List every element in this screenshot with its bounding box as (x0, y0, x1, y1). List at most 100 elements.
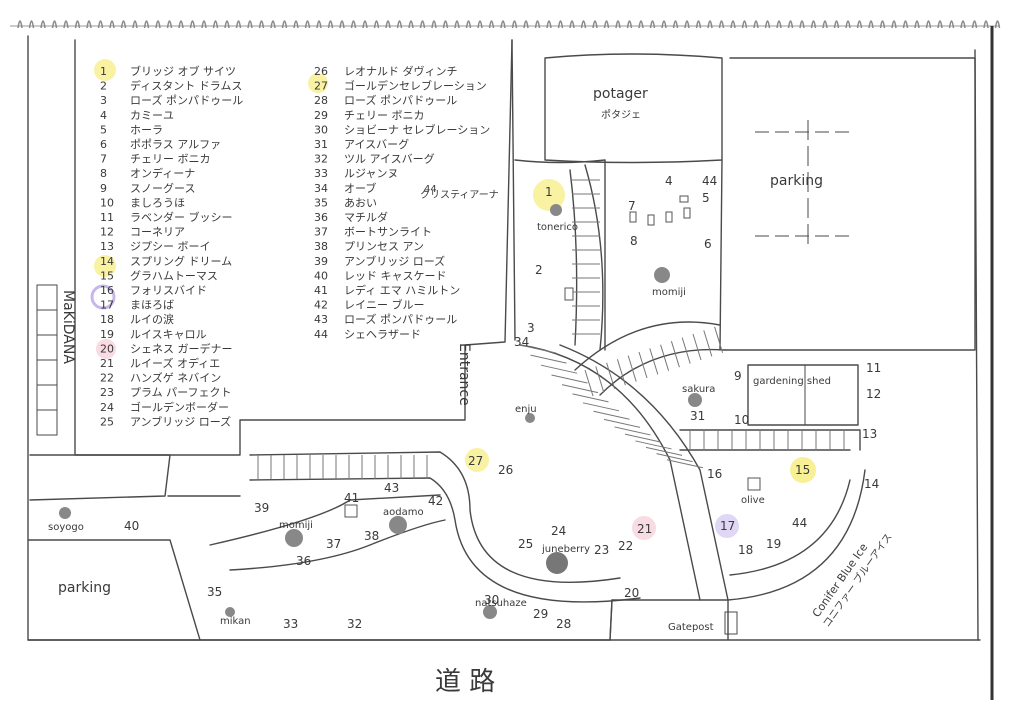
svg-text:44: 44 (424, 184, 437, 195)
brick-tie (616, 359, 626, 386)
legend-rose-name: フォリスバイド (130, 284, 207, 297)
binding-ring (787, 20, 794, 29)
svg-text:20: 20 (624, 586, 639, 600)
binding-ring (753, 20, 759, 29)
binding-ring (615, 20, 621, 29)
legend-rose-name: ボートサンライト (344, 226, 432, 239)
legend-number: 33 (314, 167, 328, 180)
binding-ring (74, 20, 81, 29)
binding-ring (235, 20, 242, 29)
svg-text:4: 4 (665, 174, 673, 188)
brick-tie (656, 453, 693, 463)
svg-text:40: 40 (124, 519, 139, 533)
legend-number: 32 (314, 153, 328, 166)
tree-momiji-left: momiji (279, 520, 313, 547)
tree-aodamo: aodamo (383, 507, 424, 534)
binding-ring (362, 20, 368, 29)
svg-text:9: 9 (734, 369, 742, 383)
svg-text:2: 2 (535, 263, 543, 277)
brick-tie (595, 366, 605, 393)
binding-ring (109, 20, 115, 29)
svg-text:36: 36 (296, 554, 311, 568)
legend-number: 31 (314, 138, 328, 151)
binding-ring (201, 20, 207, 29)
binding-ring (143, 20, 150, 29)
brick-tie (593, 410, 630, 420)
brick-tie (603, 418, 641, 428)
svg-text:24: 24 (551, 524, 566, 538)
legend-number: 30 (314, 123, 328, 136)
binding-ring (120, 20, 127, 29)
binding-ring (293, 20, 299, 29)
legend-number: 23 (100, 386, 114, 399)
svg-text:19: 19 (766, 537, 781, 551)
legend-number: 4 (100, 109, 107, 122)
legend-number: 40 (314, 269, 328, 282)
binding-ring (638, 20, 644, 29)
binding-ring (902, 20, 909, 29)
binding-ring (258, 20, 265, 29)
svg-text:34: 34 (514, 335, 529, 349)
legend-rose-name: ゴールデンボーダー (130, 400, 229, 414)
binding-ring (971, 20, 978, 29)
legend-rose-name: シェネス ガーデナー (130, 341, 233, 355)
svg-text:21: 21 (637, 522, 652, 536)
legend-rose-name: プリンセス アン (344, 240, 424, 253)
binding-ring (385, 20, 391, 29)
binding-ring (891, 20, 897, 29)
legend-rose-name: あおい (344, 196, 377, 209)
binding-ring (511, 20, 518, 29)
binding-ring (327, 20, 334, 29)
binding-ring (741, 20, 748, 29)
legend-number: 28 (314, 94, 328, 107)
tree-soyogo: soyogo (48, 507, 84, 533)
legend-number: 41 (314, 284, 328, 297)
binding-ring (40, 20, 46, 29)
legend-number: 5 (100, 123, 107, 136)
gardening-shed: gardening shed (747, 364, 859, 426)
legend-rose-name: ディスタント ドラムス (130, 79, 242, 93)
makidana: MaKiDANA (36, 284, 76, 436)
binding-ring (695, 20, 702, 29)
svg-text:soyogo: soyogo (48, 522, 84, 533)
legend-number: 24 (100, 401, 114, 414)
spiral-binding (10, 20, 1001, 29)
legend-number: 7 (100, 153, 107, 166)
binding-ring (224, 20, 230, 29)
tree-enju: enju (515, 404, 537, 423)
svg-text:39: 39 (254, 501, 269, 515)
map-numbers: 1 2 3 4 44 5 6 7 8 9 10 11 12 13 14 15 1… (124, 174, 881, 631)
potager-ja-label: ポタジェ (601, 109, 641, 121)
legend-number: 35 (314, 196, 328, 209)
bed-stones (344, 195, 761, 518)
svg-text:10: 10 (734, 413, 749, 427)
svg-text:momiji: momiji (652, 287, 686, 298)
brick-tie (540, 364, 578, 374)
legend-rose-name: スプリング ドリーム (130, 254, 232, 268)
brick-tie (530, 354, 567, 364)
legend-rose-name: レディ エマ ハミルトン (344, 283, 460, 297)
brick-tie (703, 330, 713, 357)
binding-ring (408, 20, 414, 29)
binding-ring (339, 20, 345, 29)
svg-text:22: 22 (618, 539, 633, 553)
legend-rose-name: チェリー ボニカ (130, 153, 211, 166)
legend-rose-name: ゴールデンセレブレーション (344, 79, 487, 93)
binding-ring (51, 20, 58, 29)
parking-top-label: parking (770, 173, 823, 189)
binding-ring (488, 20, 495, 29)
legend-rose-name: アンブリッジ ローズ (344, 254, 445, 268)
binding-ring (419, 20, 426, 29)
legend-rose-name: ジプシー ボーイ (130, 240, 211, 253)
legend-extra: 44 クリスティアーナ (420, 184, 499, 201)
binding-ring (937, 20, 943, 29)
legend-number: 17 (100, 299, 114, 312)
binding-ring (810, 20, 817, 29)
legend-rose-name: ルイーズ オディエ (130, 356, 220, 370)
makidana-label: MaKiDANA (60, 290, 76, 364)
svg-text:43: 43 (384, 481, 399, 495)
binding-ring (477, 20, 483, 29)
legend-rose-name: コーネリア (130, 226, 185, 239)
legend-number: 29 (314, 109, 328, 122)
